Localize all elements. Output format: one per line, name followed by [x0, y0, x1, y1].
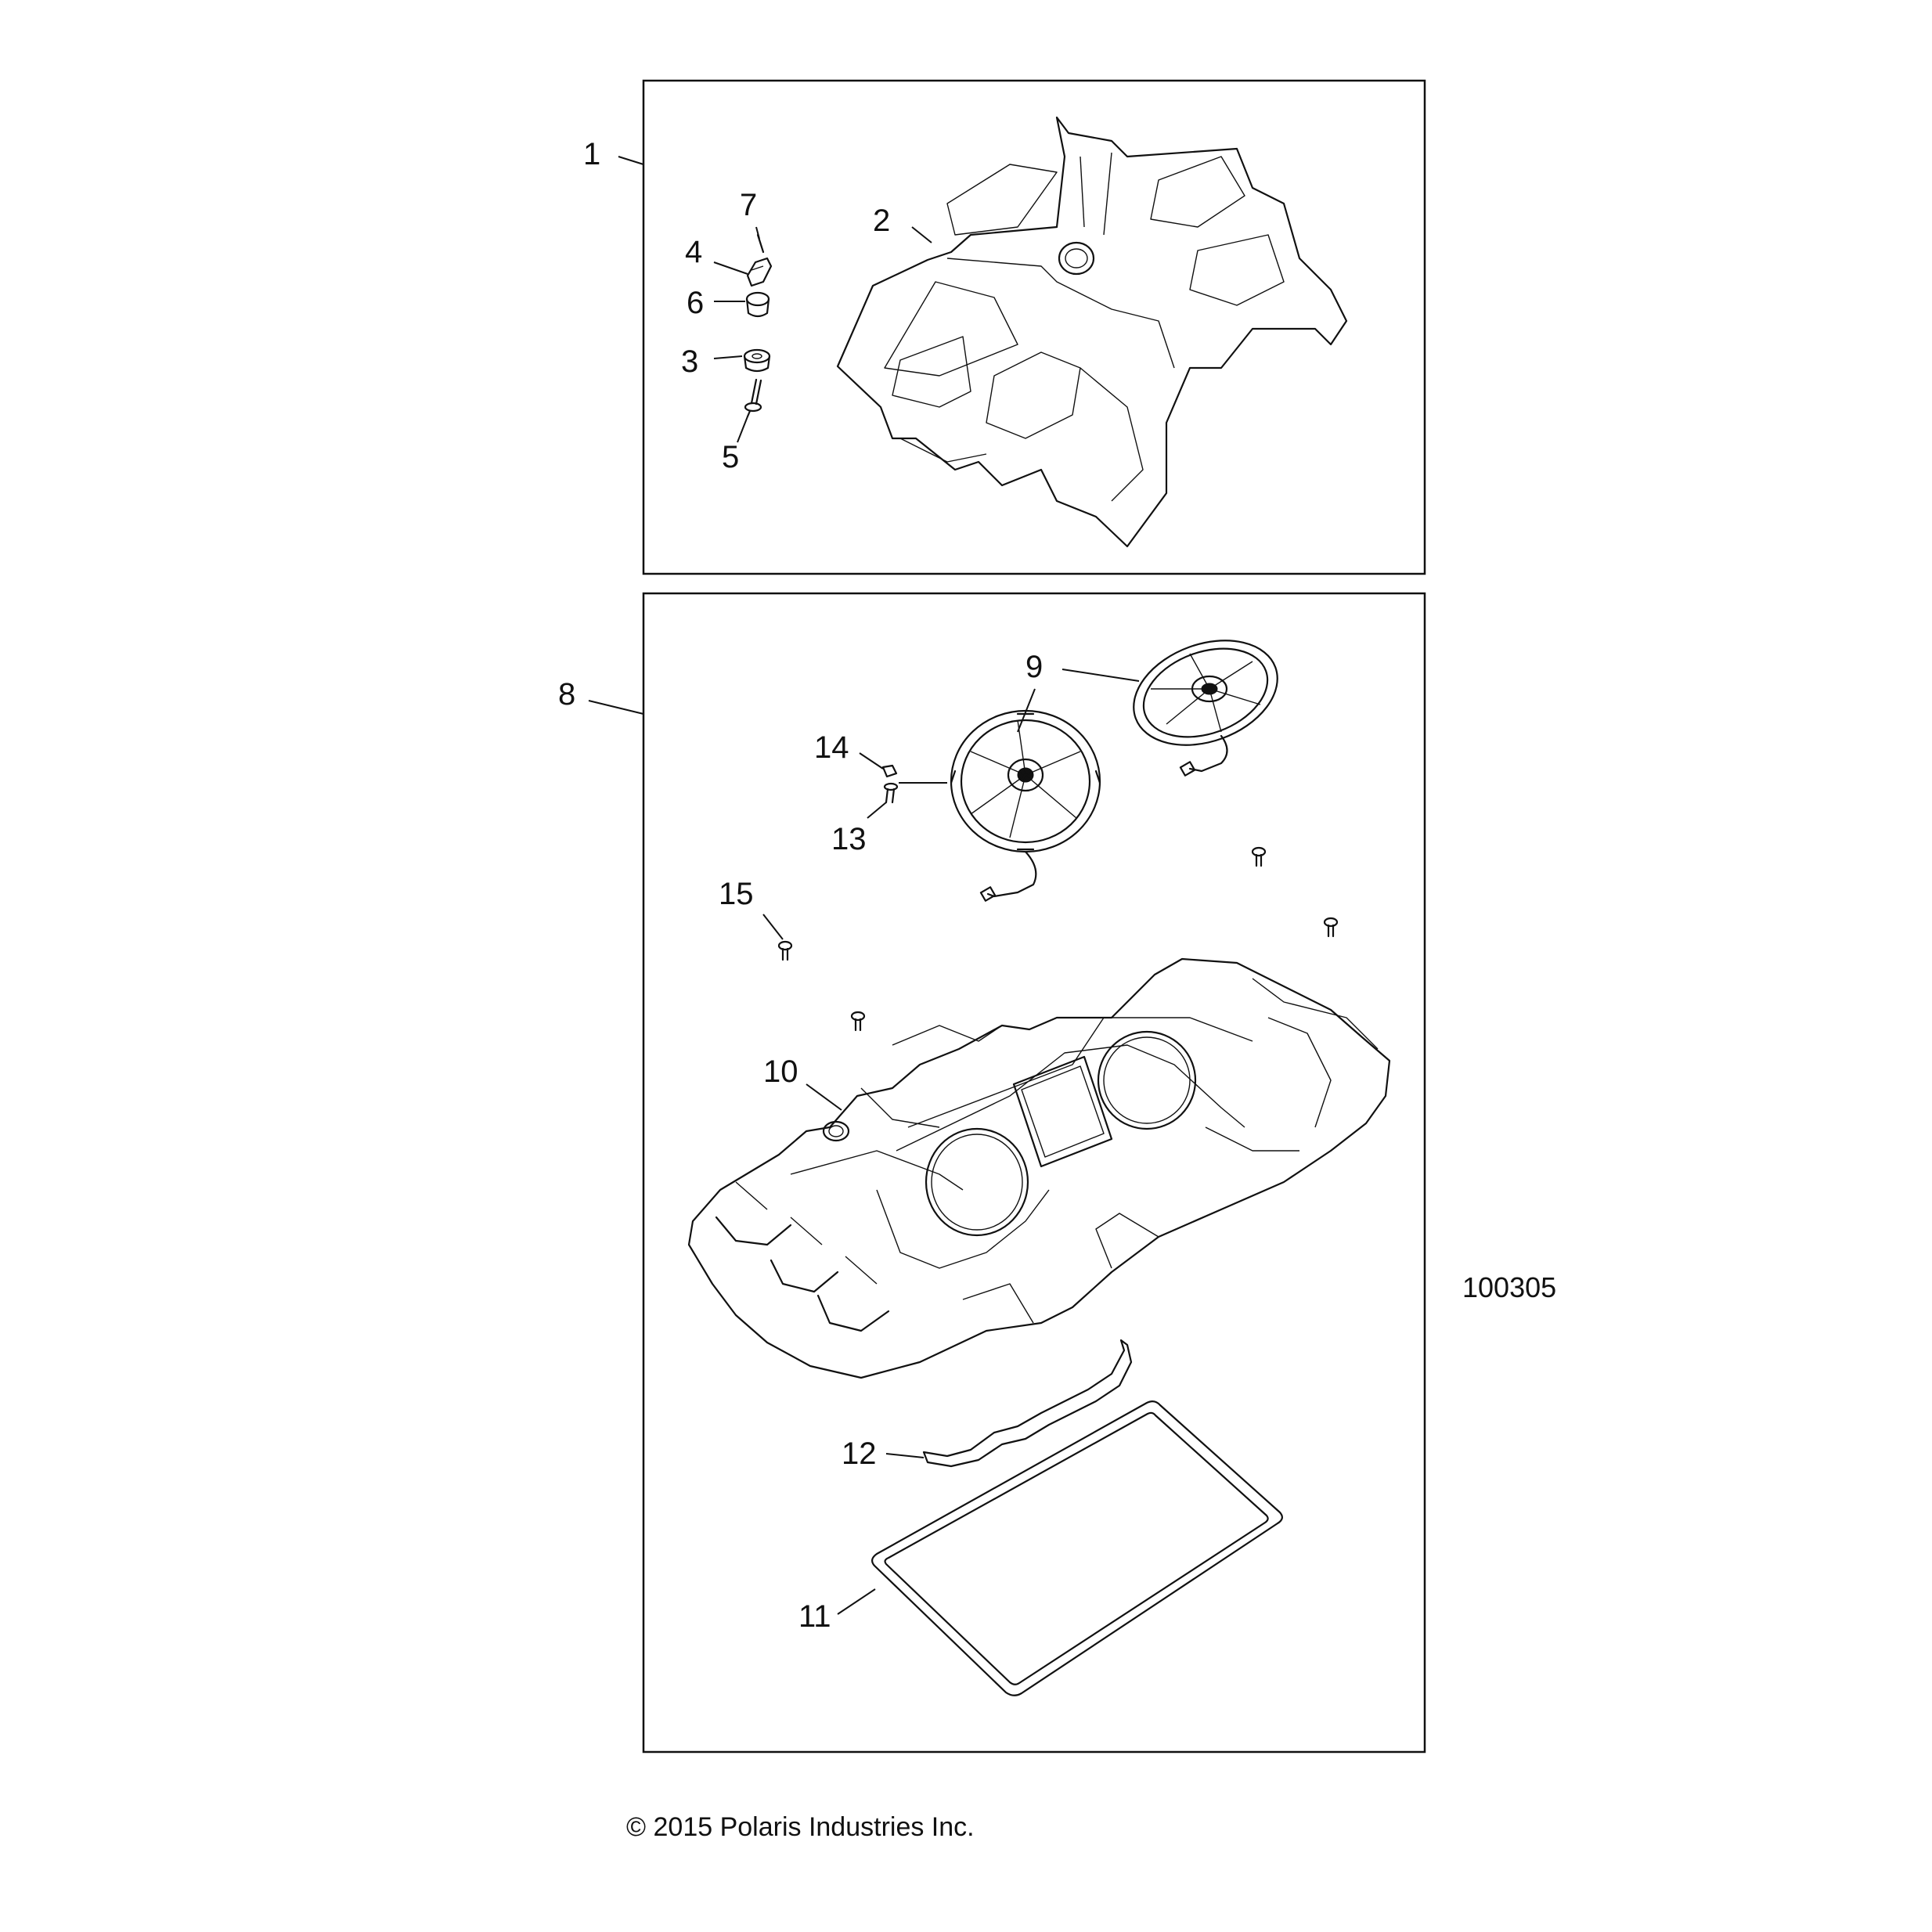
leader-13 [867, 802, 887, 819]
callout-10: 10 [763, 1054, 798, 1089]
leader-9a [1062, 669, 1140, 682]
part-6-bushing [745, 291, 770, 318]
callout-7: 7 [740, 188, 757, 222]
part-2-upper-cover [836, 116, 1348, 548]
callout-4: 4 [685, 235, 702, 269]
callout-6: 6 [687, 286, 704, 320]
callout-15: 15 [719, 877, 754, 911]
callout-2: 2 [873, 204, 890, 238]
leader-15 [762, 914, 784, 940]
leader-12 [885, 1453, 925, 1458]
callout-13: 13 [831, 822, 867, 856]
callout-14: 14 [814, 730, 849, 765]
leader-11 [837, 1588, 876, 1615]
part-9-fan-right [1133, 640, 1278, 777]
callout-11: 11 [798, 1599, 831, 1634]
part-3-grommet [743, 348, 771, 373]
leader-9b [1017, 688, 1036, 733]
leader-14 [859, 752, 884, 770]
callout-9: 9 [1025, 650, 1043, 684]
leader-1 [618, 156, 644, 165]
callout-12: 12 [842, 1436, 877, 1471]
callout-8: 8 [558, 677, 575, 712]
callout-3: 3 [681, 344, 698, 379]
part-10-lower-housing [687, 957, 1391, 1379]
part-5-bolt [744, 378, 762, 418]
leader-2 [911, 226, 932, 243]
assembly-box-lower [642, 592, 1426, 1754]
part-14-nut [881, 764, 898, 778]
part-12-seal-strip [922, 1339, 1133, 1468]
part-4-latch [746, 257, 773, 287]
leader-7 [755, 226, 760, 240]
callout-1: 1 [583, 137, 600, 171]
leader-10 [806, 1083, 842, 1111]
part-15-bolts [777, 846, 1339, 1032]
figure-id: 100305 [1462, 1271, 1556, 1303]
leader-3 [713, 355, 743, 359]
part-11-gasket [871, 1400, 1283, 1696]
leader-4 [713, 261, 748, 275]
part-13-screw [883, 782, 899, 804]
leader-5 [737, 416, 748, 443]
copyright-notice: © 2015 Polaris Industries Inc. [626, 1812, 975, 1842]
callout-5: 5 [722, 440, 739, 474]
leader-8 [588, 700, 644, 715]
assembly-box-upper [642, 79, 1426, 575]
part-9-fan-left [950, 709, 1101, 902]
